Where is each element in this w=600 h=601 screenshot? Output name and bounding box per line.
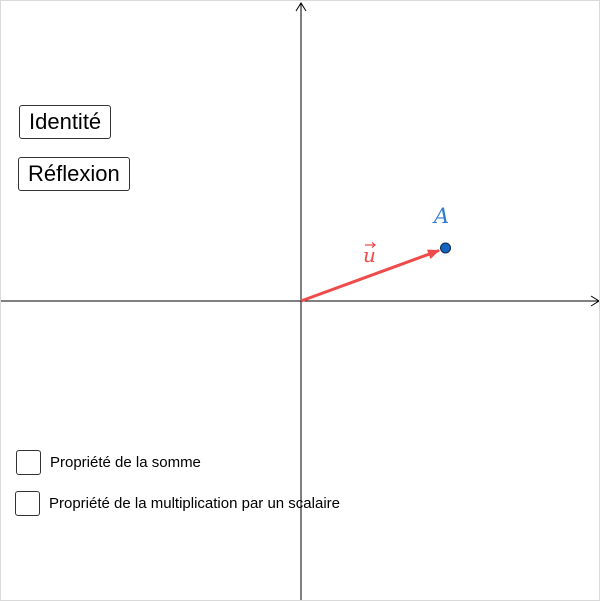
identity-button[interactable]: Identité xyxy=(19,105,112,139)
vector-u-text: u xyxy=(363,243,376,267)
point-a[interactable] xyxy=(440,242,451,254)
x-axis-arrow xyxy=(590,295,599,307)
y-axis-arrow xyxy=(295,2,307,12)
vector-u[interactable] xyxy=(300,249,440,303)
vector-u-label: u xyxy=(363,242,376,267)
sum-property-label: Propriété de la somme xyxy=(50,453,201,471)
vector-label-arrow xyxy=(365,242,376,248)
reflection-button[interactable]: Réflexion xyxy=(18,157,130,191)
scalar-multiplication-checkbox[interactable] xyxy=(15,490,40,516)
sum-property-checkbox[interactable] xyxy=(16,449,41,475)
point-a-label: A xyxy=(432,204,449,228)
scalar-multiplication-option[interactable]: Propriété de la multiplication par un sc… xyxy=(15,489,340,517)
sum-property-option[interactable]: Propriété de la somme xyxy=(16,448,201,476)
scalar-multiplication-label: Propriété de la multiplication par un sc… xyxy=(49,494,340,512)
